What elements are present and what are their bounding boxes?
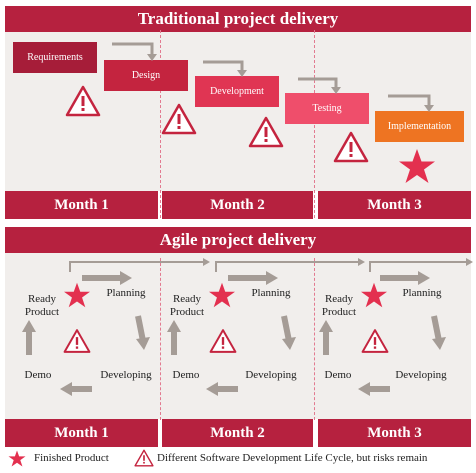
month-divider bbox=[160, 30, 161, 218]
month-bar: Month 3 bbox=[318, 191, 471, 219]
warning-icon bbox=[209, 329, 237, 353]
traditional-title: Traditional project delivery bbox=[137, 9, 339, 28]
developing-label: Developing bbox=[100, 369, 152, 381]
star-icon bbox=[361, 282, 387, 308]
month-divider bbox=[314, 30, 315, 218]
ready-product-label: Ready Product bbox=[24, 293, 60, 318]
star-icon bbox=[64, 282, 90, 308]
cycle-arrow bbox=[167, 271, 296, 396]
stage-design: Design bbox=[104, 60, 188, 91]
warning-icon bbox=[333, 131, 369, 163]
warning-icon bbox=[134, 449, 154, 467]
month-bar: Month 2 bbox=[162, 191, 313, 219]
traditional-title-band: Traditional project delivery bbox=[5, 6, 471, 32]
star-icon bbox=[399, 149, 435, 183]
ready-product-label: Ready Product bbox=[321, 293, 357, 318]
month-bar: Month 2 bbox=[162, 419, 313, 447]
cycle-arrow bbox=[319, 271, 446, 396]
demo-label: Demo bbox=[24, 369, 52, 381]
month-bar: Month 1 bbox=[5, 191, 158, 219]
planning-label: Planning bbox=[106, 287, 146, 299]
warning-icon bbox=[361, 329, 389, 353]
agile-title-band: Agile project delivery bbox=[5, 227, 471, 253]
stage-implementation: Implementation bbox=[375, 111, 464, 142]
month-bar: Month 1 bbox=[5, 419, 158, 447]
agile-title: Agile project delivery bbox=[159, 230, 317, 249]
star-icon bbox=[209, 282, 235, 308]
warning-icon bbox=[248, 116, 284, 148]
month-bar: Month 3 bbox=[318, 419, 471, 447]
planning-label: Planning bbox=[402, 287, 442, 299]
demo-label: Demo bbox=[172, 369, 200, 381]
warning-icon bbox=[65, 85, 101, 117]
warning-icon bbox=[161, 103, 197, 135]
stage-development: Development bbox=[195, 76, 279, 107]
stage-testing: Testing bbox=[285, 93, 369, 124]
ready-product-label: Ready Product bbox=[169, 293, 205, 318]
month-divider bbox=[160, 258, 161, 420]
cycle-arrow bbox=[22, 271, 150, 396]
month-divider bbox=[314, 258, 315, 420]
legend-finished-product: Finished Product bbox=[34, 452, 109, 464]
star-icon bbox=[8, 450, 26, 467]
planning-label: Planning bbox=[251, 287, 291, 299]
legend-risk: Different Software Development Life Cycl… bbox=[157, 452, 428, 464]
stage-requirements: Requirements bbox=[13, 42, 97, 73]
connector-arrow bbox=[112, 42, 434, 112]
developing-label: Developing bbox=[245, 369, 297, 381]
demo-label: Demo bbox=[324, 369, 352, 381]
warning-icon bbox=[63, 329, 91, 353]
flow-arrow bbox=[69, 258, 473, 272]
developing-label: Developing bbox=[395, 369, 447, 381]
